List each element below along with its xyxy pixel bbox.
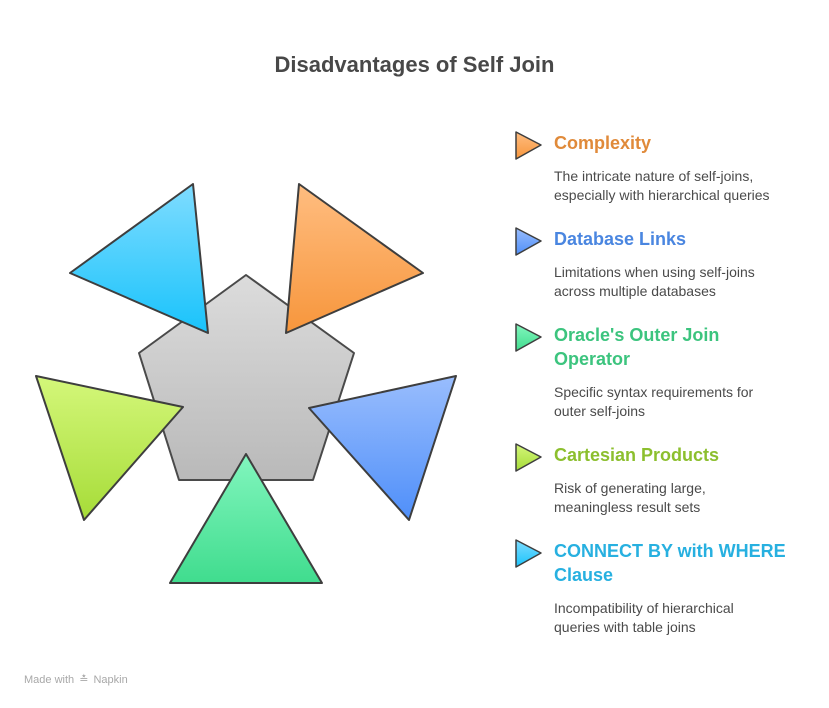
- cyan-triangle: [69, 183, 209, 334]
- item-heading: Cartesian Products: [554, 445, 720, 465]
- napkin-logo-icon: ≛: [79, 674, 89, 686]
- lime-triangle: [35, 375, 184, 521]
- item-heading: Operator: [554, 349, 631, 369]
- made-with-label: Made with: [24, 674, 75, 686]
- item-description-line: Specific syntax requirements for: [554, 384, 754, 400]
- item-description-line: Incompatibility of hierarchical: [554, 600, 734, 616]
- footer-attribution: Made with ≛ Napkin: [24, 673, 128, 686]
- orange-triangle: [285, 183, 424, 334]
- cyan-triangle-icon: [515, 539, 542, 568]
- item-description-line: Limitations when using self-joins: [554, 264, 755, 280]
- orange-triangle-icon: [515, 131, 542, 160]
- item-heading: Database Links: [554, 229, 687, 249]
- item-description-line: especially with hierarchical queries: [554, 187, 770, 203]
- item-heading: CONNECT BY with WHERE: [554, 541, 786, 561]
- green-triangle: [169, 453, 323, 584]
- item-description-line: outer self-joins: [554, 403, 646, 419]
- item-heading: Oracle's Outer Join: [554, 325, 720, 345]
- blue-triangle-icon: [515, 227, 542, 256]
- item-description-line: meaningless result sets: [554, 499, 701, 515]
- napkin-brand-label: Napkin: [93, 674, 128, 686]
- page-title: Disadvantages of Self Join: [274, 52, 555, 77]
- item-description-line: across multiple databases: [554, 283, 716, 299]
- blue-triangle: [308, 375, 457, 521]
- lime-triangle-icon: [515, 443, 542, 472]
- item-description-line: Risk of generating large,: [554, 480, 706, 496]
- item-description-line: queries with table joins: [554, 619, 696, 635]
- item-description-line: The intricate nature of self-joins,: [554, 168, 754, 184]
- item-heading: Complexity: [554, 133, 652, 153]
- item-heading: Clause: [554, 565, 614, 585]
- green-triangle-icon: [515, 323, 542, 352]
